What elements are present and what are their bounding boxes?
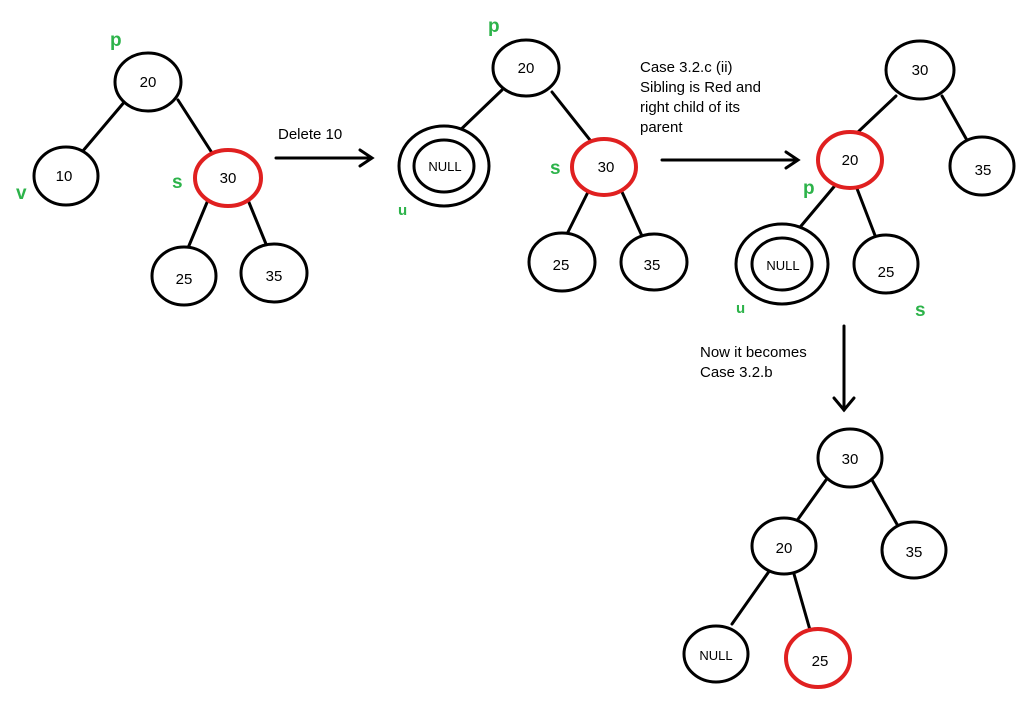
node-null-double-black: NULL [734, 222, 830, 306]
edge-20-null [730, 568, 772, 626]
tag-u: u [736, 300, 745, 317]
node-20: 20 [750, 516, 818, 576]
node-35: 35 [948, 135, 1016, 197]
node-20-label: 20 [518, 60, 535, 77]
edge-20-10 [80, 98, 128, 154]
step-3-arrowhead [832, 396, 856, 413]
edge-20-null [794, 180, 840, 234]
node-null-label: NULL [699, 648, 732, 663]
node-null: NULL [682, 624, 750, 684]
tag-s: s [550, 158, 561, 179]
edge-30-20 [794, 478, 828, 524]
step-1-label: Delete 10 [278, 126, 342, 143]
edge-30-25 [186, 198, 210, 250]
node-20: 20 [113, 51, 183, 113]
step-3-line-1: Now it becomes [700, 344, 807, 361]
edge-20-30 [550, 90, 592, 142]
tag-s: s [172, 172, 183, 193]
tree-4: 30 20 35 NULL 25 [682, 427, 948, 689]
step-2-line-4: parent [640, 119, 683, 136]
tag-p: p [110, 30, 122, 51]
node-10: 10 [32, 145, 100, 207]
edge-20-30 [176, 98, 216, 158]
edge-30-35 [870, 478, 900, 528]
node-35-label: 35 [975, 162, 992, 179]
node-25-red: 25 [784, 627, 852, 689]
tag-p: p [488, 16, 500, 37]
node-20-red: 20 [816, 130, 884, 190]
node-20-label: 20 [776, 540, 793, 557]
tree-2: 20 NULL 30 25 35 p s u [397, 16, 689, 293]
step-3-line-2: Case 3.2.b [700, 364, 773, 381]
edge-30-35 [246, 198, 268, 246]
step-1: Delete 10 [274, 126, 375, 168]
step-2-line-1: Case 3.2.c (ii) [640, 59, 733, 76]
node-35-label: 35 [266, 268, 283, 285]
node-30-red: 30 [570, 137, 638, 197]
tree-1: 20 10 30 25 35 p v s [16, 30, 309, 307]
node-30: 30 [816, 427, 884, 489]
node-35-label: 35 [644, 257, 661, 274]
node-null-label: NULL [766, 258, 799, 273]
step-2-line-2: Sibling is Red and [640, 79, 761, 96]
node-25: 25 [527, 231, 597, 293]
node-30-red: 30 [193, 148, 263, 208]
edge-30-35 [940, 94, 970, 144]
node-10-label: 10 [56, 168, 73, 185]
edge-30-35 [620, 190, 644, 238]
node-25-label: 25 [812, 653, 829, 670]
node-30-label: 30 [220, 170, 237, 187]
node-20: 20 [491, 38, 561, 98]
node-20-label: 20 [842, 152, 859, 169]
tag-p: p [803, 178, 815, 199]
step-2-arrowhead [784, 150, 801, 170]
node-30-label: 30 [598, 159, 615, 176]
node-null-double-black: NULL [397, 124, 491, 208]
node-30-label: 30 [842, 451, 859, 468]
node-35: 35 [880, 520, 948, 580]
tag-v: v [16, 183, 27, 204]
node-35: 35 [239, 242, 309, 304]
node-20-label: 20 [140, 74, 157, 91]
step-2-line-3: right child of its [640, 99, 740, 116]
step-1-arrowhead [358, 148, 375, 168]
edge-20-25 [854, 184, 878, 240]
tag-u: u [398, 202, 407, 219]
node-null-label: NULL [428, 159, 461, 174]
edge-30-20 [856, 94, 898, 134]
node-25: 25 [150, 245, 218, 307]
node-35: 35 [619, 232, 689, 292]
edge-30-25 [564, 190, 590, 238]
tree-3: 30 20 35 NULL 25 p u s [734, 39, 1016, 321]
node-30-label: 30 [912, 62, 929, 79]
node-25: 25 [852, 233, 920, 295]
node-25-label: 25 [553, 257, 570, 274]
node-25-label: 25 [176, 271, 193, 288]
node-35-label: 35 [906, 544, 923, 561]
node-25-label: 25 [878, 264, 895, 281]
edge-20-25 [792, 572, 812, 632]
step-3: Now it becomes Case 3.2.b [700, 324, 856, 413]
step-2: Case 3.2.c (ii) Sibling is Red and right… [640, 59, 801, 170]
tag-s: s [915, 300, 926, 321]
node-30: 30 [884, 39, 956, 101]
